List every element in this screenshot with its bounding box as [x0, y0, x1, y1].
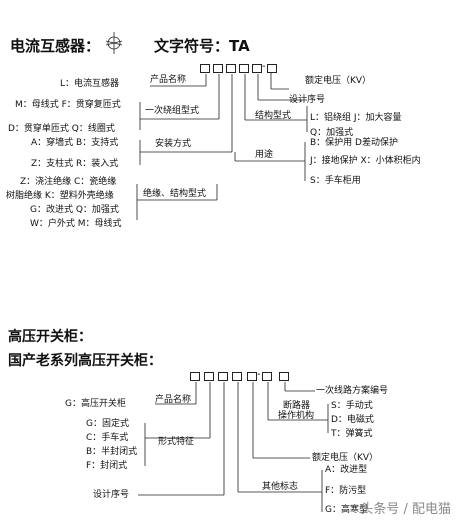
ct-rated-voltage-label: 额定电压（KV） — [305, 76, 372, 86]
ct-product-item: L：电流互感器 — [60, 79, 120, 89]
code-box — [279, 372, 289, 381]
ct-insulation-item: W：户外式 M：母线式 — [30, 219, 122, 229]
ct-structure-item: Q：加强式 — [310, 128, 354, 138]
hv-primary-scheme-label: 一次线路方案编号 — [316, 386, 389, 396]
ct-install-label: 安装方式 — [155, 139, 192, 149]
hv-subtitle: 国产老系列高压开关柜： — [8, 353, 162, 369]
hv-other-item: F：防污型 — [325, 486, 367, 496]
code-box — [190, 372, 200, 381]
hv-breaker-item: D：电磁式 — [331, 415, 374, 425]
ct-usage-label: 用途 — [255, 150, 274, 160]
ct-primary-item: M：母线式 F：贯穿复匝式 — [15, 100, 121, 110]
hv-breaker-op-label: 断路器 — [283, 401, 311, 411]
code-box — [239, 64, 249, 73]
hv-design-seq-label: 设计序号 — [93, 490, 130, 500]
code-box — [262, 372, 272, 381]
watermark: 头条号 / 配电猫 — [360, 502, 451, 517]
code-box — [218, 372, 228, 381]
hv-other-label: 其他标志 — [262, 482, 299, 492]
hv-form-item: B：半封闭式 — [86, 447, 138, 457]
ct-structure-label: 结构型式 — [255, 111, 292, 121]
code-box — [232, 372, 242, 381]
hv-form-item: G：固定式 — [86, 419, 129, 429]
hv-title: 高压开关柜： — [8, 329, 92, 345]
ct-usage-item: B：保护用 D差动保护 — [310, 138, 398, 148]
ct-structure-item: L：铝绕组 J：加大容量 — [310, 113, 402, 123]
code-box — [247, 372, 257, 381]
ct-primary-item: D：贯穿单匝式 Q：线圈式 — [8, 124, 115, 134]
code-dash: - — [257, 369, 261, 380]
hv-breaker-op-label: 操作机构 — [278, 411, 315, 421]
hv-form-item: C：手车式 — [86, 433, 129, 443]
ct-product-name-label: 产品名称 — [150, 75, 187, 85]
hv-product-name-label: 产品名称 — [155, 395, 192, 405]
hv-breaker-item: T：弹簧式 — [331, 429, 373, 439]
code-box — [213, 64, 223, 73]
ct-insulation-item: Z：浇注绝缘 C：瓷绝缘 — [20, 177, 117, 187]
hv-other-item: G：高寒型 — [325, 505, 368, 515]
code-box — [200, 64, 210, 73]
code-box — [267, 64, 277, 73]
code-box — [226, 64, 236, 73]
hv-form-label: 形式特征 — [158, 437, 195, 447]
ct-symbol-label: 文字符号：TA — [154, 37, 250, 55]
ct-insulation-item: 树脂绝缘 K：塑料外壳绝缘 — [6, 191, 114, 201]
ct-title: 电流互感器： — [10, 37, 101, 55]
ct-install-item: A：穿墙式 B：支持式 — [31, 138, 119, 148]
hv-other-item: A：改进型 — [325, 465, 368, 475]
code-box — [252, 64, 262, 73]
hv-breaker-item: S：手动式 — [331, 401, 373, 411]
code-box — [204, 372, 214, 381]
ct-insulation-label: 绝缘、结构型式 — [143, 189, 207, 199]
hv-rated-voltage-label: 额定电压（KV） — [312, 453, 379, 463]
hv-form-item: F：封闭式 — [86, 461, 128, 471]
ct-design-seq-label: 设计序号 — [289, 95, 326, 105]
ct-insulation-item: G：改进式 Q：加强式 — [30, 205, 119, 215]
ct-usage-item: S：手车柜用 — [310, 176, 361, 186]
ct-primary-winding-label: 一次绕组型式 — [145, 106, 200, 116]
code-dash: - — [262, 61, 266, 72]
ct-usage-item: J：接地保护 X：小体积柜内 — [310, 156, 421, 166]
ct-install-item: Z：支柱式 R：装入式 — [31, 159, 119, 169]
hv-product-item: G：高压开关柜 — [65, 399, 126, 409]
